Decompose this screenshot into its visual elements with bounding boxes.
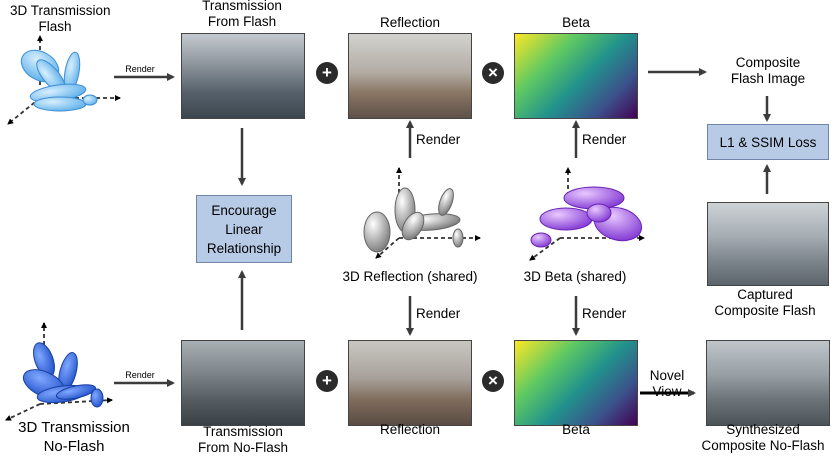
image-captured-composite-flash: [707, 202, 829, 286]
label-reflection-bottom: Reflection: [379, 422, 441, 437]
image-transmission-from-noflash: [181, 340, 305, 426]
label-beta-bottom: Beta: [562, 422, 590, 437]
flash-ellipsoids-icon: [7, 35, 121, 125]
image-beta-bottom: [514, 340, 638, 426]
label-novel-view: Novel View: [641, 368, 693, 400]
encourage-l2: Linear: [225, 221, 263, 237]
label-captured-l1: Captured: [737, 287, 793, 302]
encourage-linear-box: Encourage Linear Relationship: [196, 195, 292, 263]
plus-circle-icon: +: [316, 62, 338, 84]
label-cf-l1: Composite: [735, 55, 801, 70]
encourage-l3: Relationship: [206, 240, 282, 256]
label-transmission-from-flash: Transmission From Flash: [180, 0, 304, 30]
label-3d-beta-shared: 3D Beta (shared): [523, 269, 627, 284]
label-tff-l1: Transmission: [202, 0, 282, 13]
times-circle-icon-bottom: ×: [482, 370, 504, 392]
label-captured-l2: Composite Flash: [714, 303, 816, 318]
label-cf-l2: Flash Image: [730, 71, 806, 86]
reflection-ellipsoids-icon: [363, 167, 481, 259]
image-reflection-top: [348, 33, 472, 119]
label-3d-trans-noflash-l1: 3D Transmission: [18, 419, 130, 436]
label-synth-l1: Synthesized: [726, 422, 800, 437]
label-tfn-l2: From No-Flash: [197, 440, 288, 455]
label-render-beta-down: Render: [582, 306, 627, 321]
loss-box: L1 & SSIM Loss: [707, 124, 829, 160]
label-3d-transmission-noflash: 3D Transmission No-Flash: [14, 418, 134, 456]
label-render-reflection-down: Render: [416, 306, 461, 321]
label-3d-trans-flash-l2: Flash: [38, 19, 72, 34]
label-transmission-from-noflash: Transmission From No-Flash: [178, 424, 308, 456]
label-beta-top: Beta: [562, 15, 590, 30]
label-synthesized-composite-noflash: Synthesized Composite No-Flash: [696, 422, 830, 454]
image-synthesized-composite-noflash: [706, 340, 830, 426]
label-render-beta-up: Render: [582, 132, 627, 147]
image-transmission-from-flash: [181, 33, 305, 119]
label-novel-l1: Novel: [649, 368, 685, 383]
noflash-ellipsoids-icon: [5, 322, 113, 421]
label-render-small-bottom: Render: [125, 370, 155, 380]
label-3d-reflection-shared: 3D Reflection (shared): [342, 269, 478, 284]
times-circle-icon: ×: [482, 62, 504, 84]
label-3d-trans-noflash-l2: No-Flash: [43, 438, 105, 455]
label-tfn-l1: Transmission: [203, 424, 283, 439]
label-synth-l2: Composite No-Flash: [701, 438, 825, 453]
label-3d-transmission-flash: 3D Transmission Flash: [10, 3, 111, 35]
label-3d-trans-flash-l1: 3D Transmission: [10, 3, 111, 18]
label-reflection-top: Reflection: [379, 15, 441, 30]
plus-circle-icon-bottom: +: [316, 370, 338, 392]
image-beta-top: [514, 33, 638, 119]
label-captured-composite-flash: Captured Composite Flash: [700, 287, 830, 319]
encourage-l1: Encourage: [211, 202, 277, 218]
label-composite-flash: Composite Flash Image: [710, 55, 826, 87]
label-novel-l2: View: [652, 384, 682, 399]
label-render-small-top: Render: [125, 64, 155, 74]
image-reflection-bottom: [348, 340, 472, 426]
beta-ellipsoids-icon: [529, 167, 645, 261]
label-tff-l2: From Flash: [207, 14, 277, 29]
label-render-reflection-up: Render: [416, 132, 461, 147]
